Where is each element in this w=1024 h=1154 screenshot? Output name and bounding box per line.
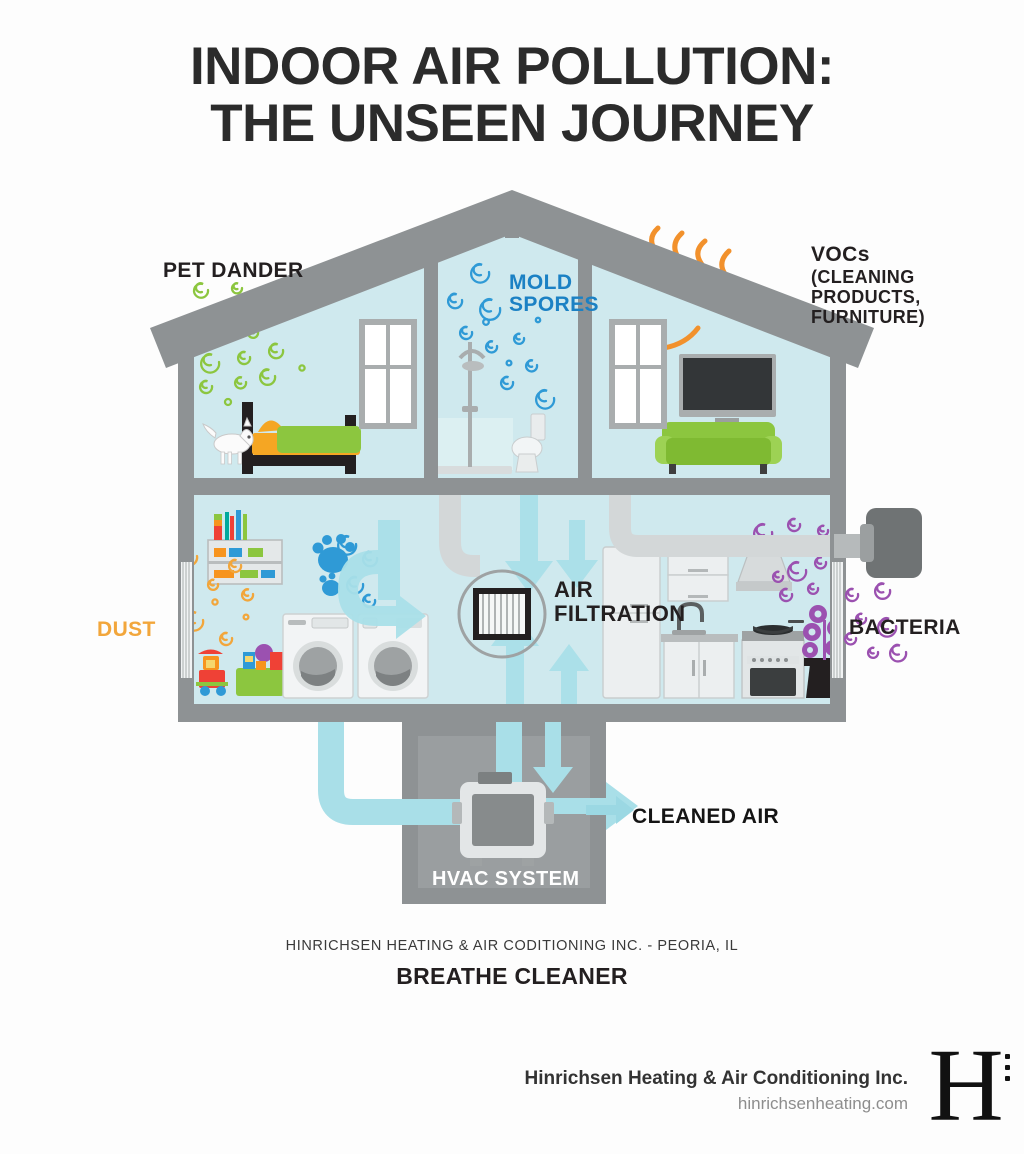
- brand-url: hinrichsenheating.com: [737, 1094, 908, 1113]
- title-line-2: THE UNSEEN JOURNEY: [210, 94, 814, 154]
- right-wall-vent: [832, 562, 843, 678]
- brand-name: Hinrichsen Heating & Air Conditioning In…: [524, 1068, 908, 1089]
- bedroom-scene: [202, 402, 361, 474]
- bathroom-scene: [430, 342, 546, 474]
- label-pet-dander: PET DANDER: [163, 259, 304, 282]
- label-vocs: VOCs (CLEANING PRODUCTS, FURNITURE): [811, 243, 925, 327]
- bacteria-particles-exterior: [843, 582, 908, 663]
- logo-dot: [1005, 1065, 1010, 1070]
- label-vocs-sub-3: FURNITURE): [811, 306, 925, 327]
- label-hvac-system: HVAC SYSTEM: [432, 868, 580, 890]
- page-title: INDOOR AIR POLLUTION: THE UNSEEN JOURNEY: [0, 37, 1024, 154]
- potted-plant: [802, 603, 834, 698]
- logo-dot: [1005, 1076, 1010, 1081]
- toilet: [511, 413, 546, 473]
- washing-machine: [282, 613, 354, 699]
- stove: [741, 620, 805, 699]
- hvac-flow-pipes: [318, 715, 638, 830]
- title-line-1: INDOOR AIR POLLUTION:: [189, 37, 835, 96]
- logo-dots-decoration: [1005, 1054, 1010, 1087]
- label-air-filtration: AIR FILTRATION: [554, 577, 686, 627]
- label-air-filtration-line-2: FILTRATION: [554, 601, 686, 627]
- sofa: [655, 422, 782, 474]
- label-vocs-sub-1: (CLEANING: [811, 266, 915, 287]
- house-structure: [150, 190, 874, 722]
- living-room-window-frame: [609, 319, 667, 429]
- company-logo: H: [928, 1028, 1004, 1143]
- label-vocs-main: VOCs: [811, 243, 870, 266]
- bedroom-window-frame: [359, 319, 417, 429]
- label-dust: DUST: [97, 618, 156, 641]
- hvac-unit: [452, 772, 554, 866]
- footer-tagline: BREATHE CLEANER: [396, 963, 628, 989]
- toy-train: [196, 649, 228, 696]
- bookshelf: [207, 510, 283, 585]
- label-bacteria: BACTERIA: [849, 616, 961, 639]
- television: [679, 354, 776, 422]
- footer-company-line: HINRICHSEN HEATING & AIR CODITIONING INC…: [285, 938, 739, 954]
- dust-particles-exterior: [134, 529, 176, 611]
- toy-box: [236, 644, 284, 696]
- label-mold-line-2: SPORES: [509, 293, 599, 317]
- mold-spore-particles: [446, 262, 556, 410]
- label-cleaned-air: CLEANED AIR: [632, 805, 780, 828]
- label-mold-spores: MOLD SPORES: [509, 271, 599, 317]
- air-filter-icon: [457, 569, 547, 659]
- house-cutaway-illustration: [134, 190, 922, 904]
- ductwork: [439, 495, 834, 577]
- label-mold-line-1: MOLD: [509, 271, 573, 294]
- label-air-filtration-line-1: AIR: [554, 577, 594, 602]
- left-wall-vent: [181, 562, 192, 678]
- clothes-dryer: [357, 613, 429, 699]
- shower: [458, 342, 486, 467]
- label-vocs-sub-2: PRODUCTS,: [811, 286, 921, 307]
- exterior-duct-and-unit: [834, 508, 922, 578]
- logo-dot: [1005, 1054, 1010, 1059]
- dog: [202, 416, 254, 465]
- paw-print-blobs: [312, 534, 355, 596]
- kitchen-sink-cabinet: [661, 601, 738, 699]
- living-room-scene: [617, 225, 782, 474]
